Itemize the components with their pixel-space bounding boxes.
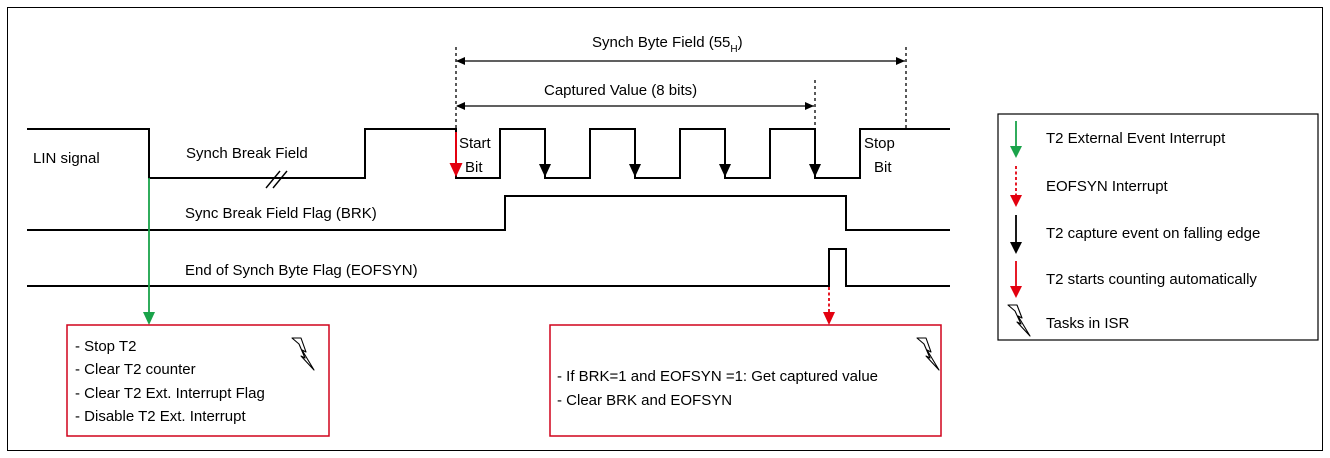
red-dashed-arrow-icon [1010, 166, 1022, 207]
start-bit-label: Bit [465, 159, 483, 176]
lin-signal-label: LIN signal [33, 150, 100, 167]
legend-item-tasks: Tasks in ISR [1007, 304, 1130, 337]
start-label: Start [459, 135, 492, 152]
red-dashed-arrow-icon [823, 287, 835, 325]
lightning-icon [1007, 304, 1031, 337]
legend-label: Tasks in ISR [1046, 315, 1130, 332]
legend-item-capture-event: T2 capture event on falling edge [1010, 215, 1260, 254]
black-arrow-icon [1010, 215, 1022, 254]
captured-value-label: Captured Value (8 bits) [544, 82, 697, 99]
green-arrow-icon [143, 178, 155, 325]
isr-left-line-2: - Clear T2 counter [75, 361, 196, 378]
isr-right-line-1: - If BRK=1 and EOFSYN =1: Get captured v… [557, 368, 878, 385]
green-arrow-icon [1010, 121, 1022, 158]
diagram-frame [7, 7, 1323, 451]
red-arrow-icon [1010, 261, 1022, 298]
legend-label: T2 capture event on falling edge [1046, 225, 1260, 242]
synch-break-field-label: Synch Break Field [186, 145, 308, 162]
legend-box [997, 113, 1319, 341]
eofsyn-flag-waveform [27, 248, 950, 287]
isr-left-line-1: - Stop T2 [75, 338, 136, 355]
brk-flag-waveform [27, 195, 950, 231]
lightning-icon [291, 337, 315, 371]
eofsyn-flag-label: End of Synch Byte Flag (EOFSYN) [185, 262, 418, 279]
isr-box-right [549, 324, 942, 437]
isr-left-line-3: - Clear T2 Ext. Interrupt Flag [75, 385, 265, 402]
stop-bit-label: Bit [874, 159, 892, 176]
isr-left-line-4: - Disable T2 Ext. Interrupt [75, 408, 246, 425]
legend-item-counting: T2 starts counting automatically [1010, 261, 1257, 298]
stop-label: Stop [864, 135, 895, 152]
black-arrow-icon [809, 132, 821, 177]
lightning-icon [916, 337, 940, 371]
legend-item-eofsyn-interrupt: EOFSYN Interrupt [1010, 166, 1169, 207]
red-arrow-icon [449, 132, 463, 177]
legend-label: T2 External Event Interrupt [1046, 130, 1226, 147]
legend-label: T2 starts counting automatically [1046, 271, 1257, 288]
isr-box-left [66, 324, 330, 437]
legend-item-external-interrupt: T2 External Event Interrupt [1010, 121, 1226, 158]
brk-flag-label: Sync Break Field Flag (BRK) [185, 205, 377, 222]
lin-signal-waveform [27, 128, 950, 179]
black-arrow-icon [719, 132, 731, 177]
black-arrow-icon [539, 132, 551, 177]
break-mark-2 [272, 170, 288, 189]
isr-right-line-2: - Clear BRK and EOFSYN [557, 392, 732, 409]
legend-label: EOFSYN Interrupt [1046, 178, 1169, 195]
synch-byte-field-label: Synch Byte Field (55H) [592, 34, 743, 55]
black-arrow-icon [629, 132, 641, 177]
break-mark-1 [265, 170, 281, 189]
